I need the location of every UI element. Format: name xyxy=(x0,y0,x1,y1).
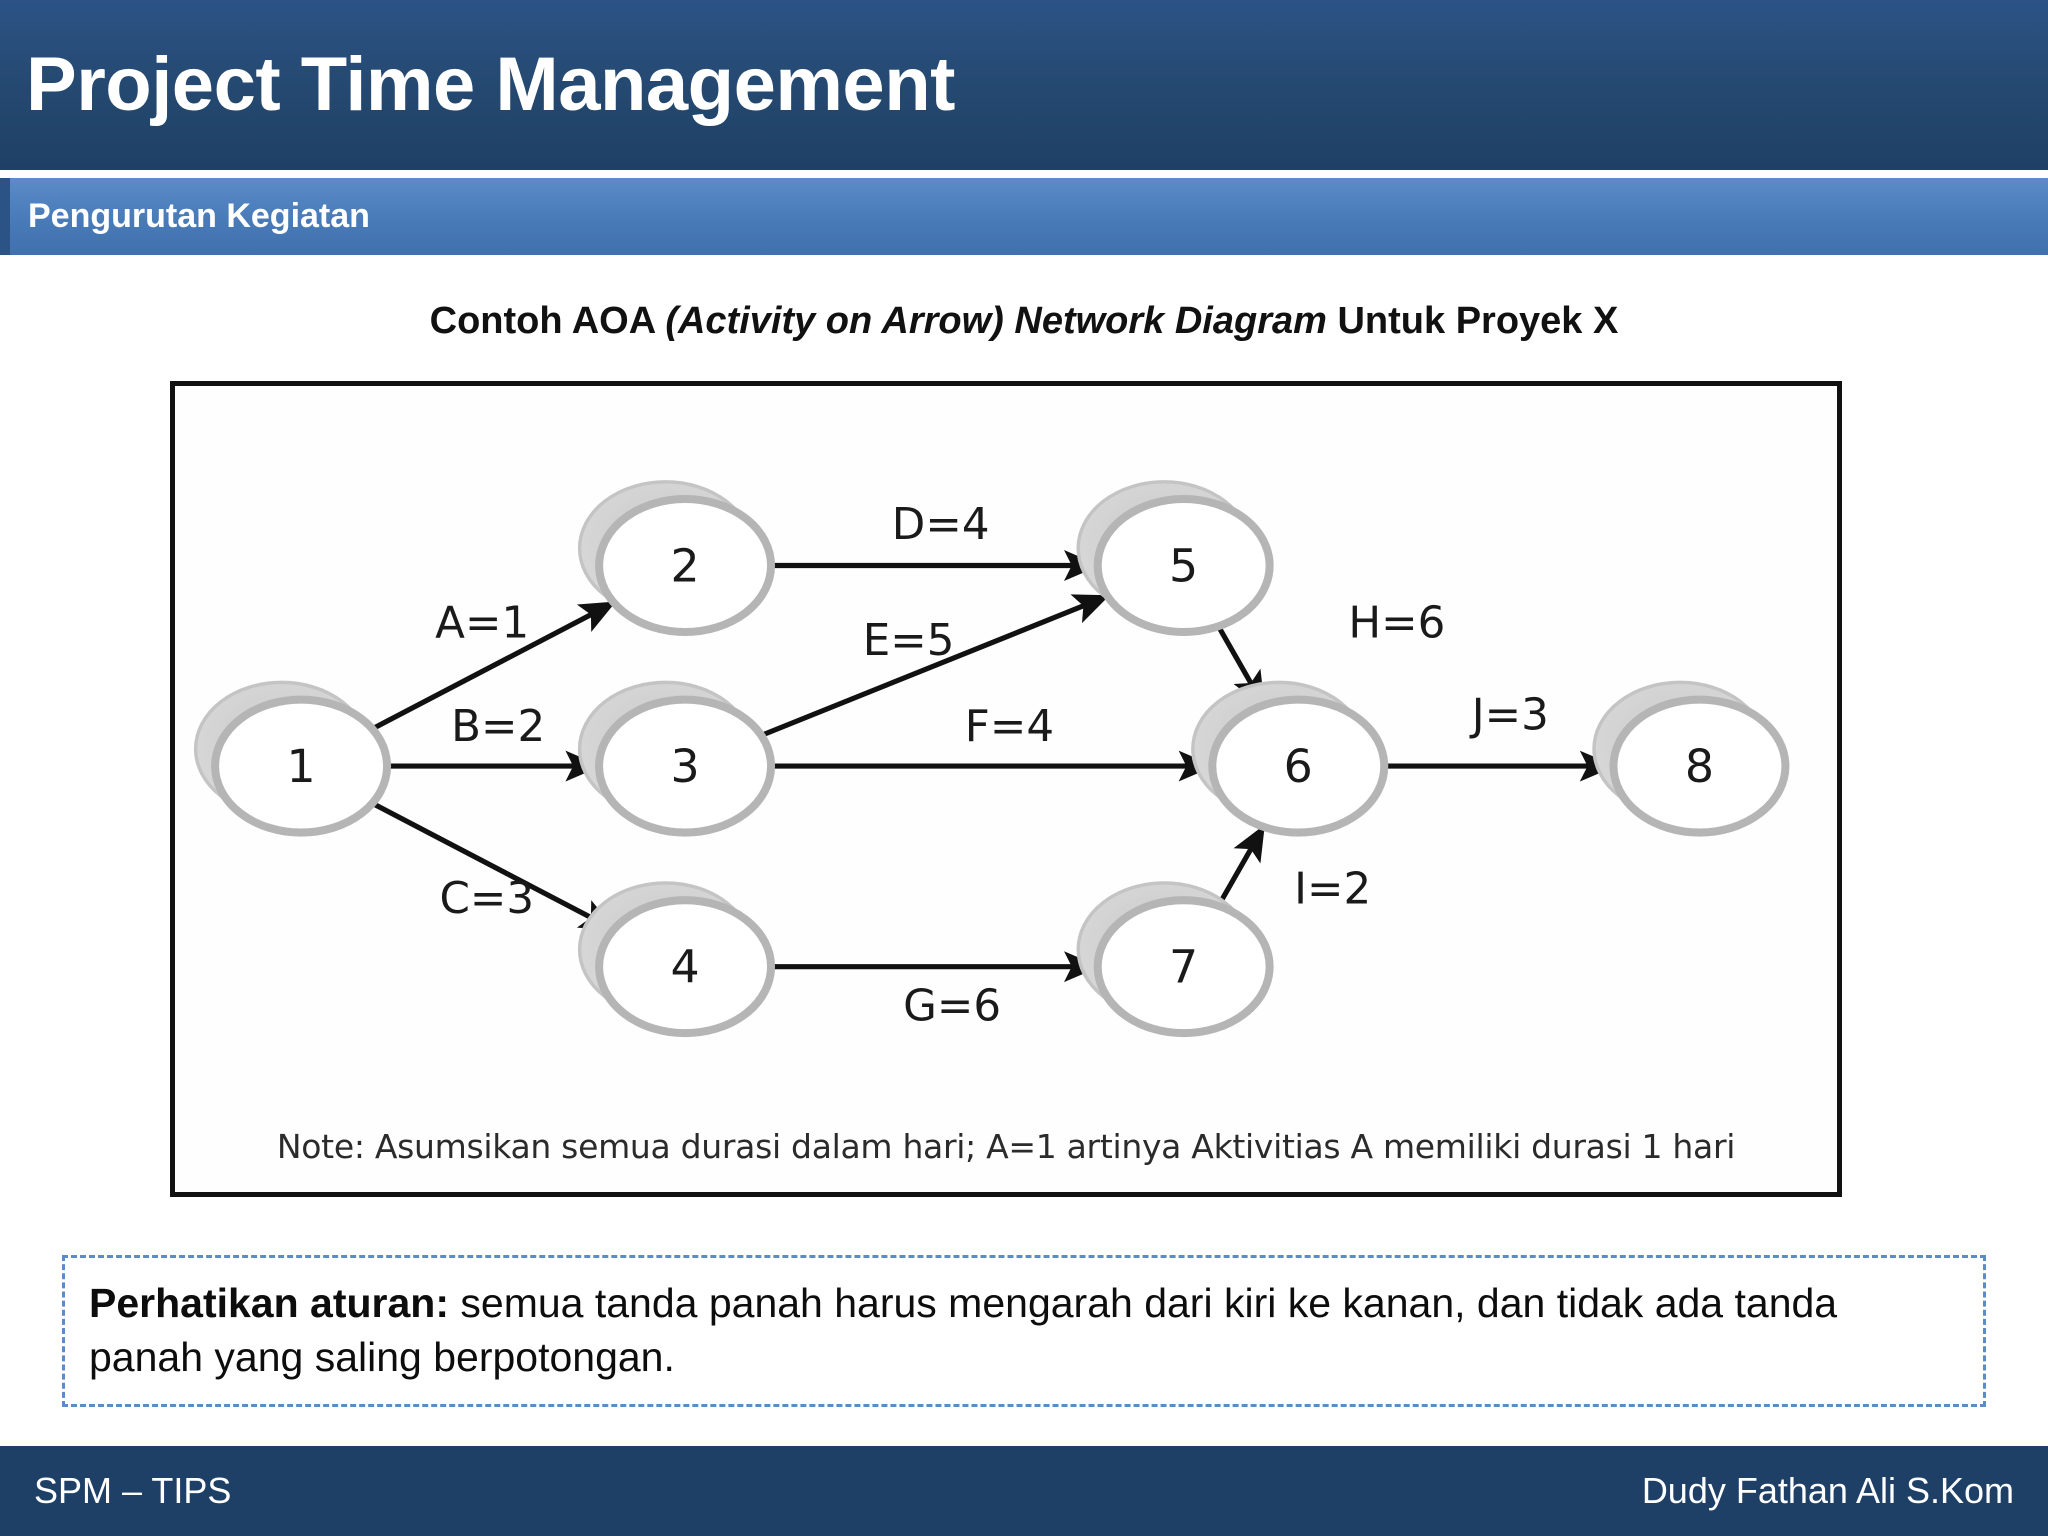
node-ellipse xyxy=(595,695,776,837)
caption-part2: Untuk Proyek X xyxy=(1326,300,1619,342)
node-2: 2 xyxy=(577,480,776,636)
callout-body-text: semua tanda panah harus mengarah dari ki… xyxy=(89,1280,1838,1381)
edge-i xyxy=(1215,824,1266,909)
node-number-label: 5 xyxy=(1169,539,1198,593)
edge-label-b: B=2 xyxy=(451,702,545,752)
diagram-note: Note: Asumsikan semua durasi dalam hari;… xyxy=(276,1127,1736,1166)
node-layer: 1 2 3 4 5 6 7 8 xyxy=(193,480,1790,1038)
edge-label-j: J=3 xyxy=(1469,690,1549,740)
node-ellipse xyxy=(211,695,392,837)
subtitle-bar: Pengurutan Kegiatan xyxy=(0,178,2048,255)
edge-label-a: A=1 xyxy=(435,599,529,649)
edge-c xyxy=(369,800,617,931)
edge-label-f: F=4 xyxy=(965,702,1054,752)
title-bar: Project Time Management xyxy=(0,0,2048,170)
node-number-label: 1 xyxy=(286,739,315,793)
node-3: 3 xyxy=(577,680,776,837)
edge-a xyxy=(369,601,617,732)
edge-label-d: D=4 xyxy=(892,500,990,550)
subtitle-label: Pengurutan Kegiatan xyxy=(28,197,370,235)
node-ellipse xyxy=(595,494,776,636)
edge-label-layer: A=1B=2C=3 D=4E=5F=4G=6 H=6I=2 J=3 xyxy=(435,500,1549,1031)
callout-bold-label: Perhatikan aturan: xyxy=(89,1280,449,1326)
caption-part1: Contoh AOA xyxy=(429,300,666,342)
node-number-label: 4 xyxy=(670,940,699,994)
footer-bar: SPM – TIPS Dudy Fathan Ali S.Kom xyxy=(0,1446,2048,1536)
node-ellipse xyxy=(1093,494,1274,636)
node-ellipse xyxy=(1208,695,1389,837)
node-number-label: 6 xyxy=(1284,739,1313,793)
edge-label-i: I=2 xyxy=(1294,865,1371,915)
node-1: 1 xyxy=(193,680,392,837)
node-7: 7 xyxy=(1076,881,1274,1038)
edge-e xyxy=(758,594,1110,739)
edge-label-h: H=6 xyxy=(1348,599,1445,649)
footer-course-label: SPM – TIPS xyxy=(34,1470,232,1511)
diagram-caption: Contoh AOA (Activity on Arrow) Network D… xyxy=(0,300,2048,343)
edge-label-c: C=3 xyxy=(439,874,534,924)
edge-label-g: G=6 xyxy=(903,982,1001,1032)
edge-layer xyxy=(369,550,1616,983)
node-ellipse xyxy=(1093,896,1274,1038)
node-5: 5 xyxy=(1076,480,1274,636)
node-number-label: 8 xyxy=(1685,739,1714,793)
node-6: 6 xyxy=(1191,680,1389,837)
node-ellipse xyxy=(595,896,776,1038)
rule-callout: Perhatikan aturan: semua tanda panah har… xyxy=(62,1255,1986,1407)
node-ellipse xyxy=(1609,695,1790,837)
network-diagram-svg: 1 2 3 4 5 6 7 8 A=1B=2C=3 D=4E=5F=4G=6 H=6I=2 J=3 xyxy=(193,480,1790,1038)
node-8: 8 xyxy=(1592,680,1790,837)
page-title: Project Time Management xyxy=(26,42,955,127)
node-4: 4 xyxy=(577,881,776,1038)
footer-author-label: Dudy Fathan Ali S.Kom xyxy=(1641,1470,2014,1511)
node-number-label: 3 xyxy=(670,739,699,793)
node-number-label: 2 xyxy=(670,539,699,593)
edge-label-e: E=5 xyxy=(863,616,955,666)
caption-italic: (Activity on Arrow) Network Diagram xyxy=(665,300,1327,342)
node-number-label: 7 xyxy=(1169,940,1198,994)
